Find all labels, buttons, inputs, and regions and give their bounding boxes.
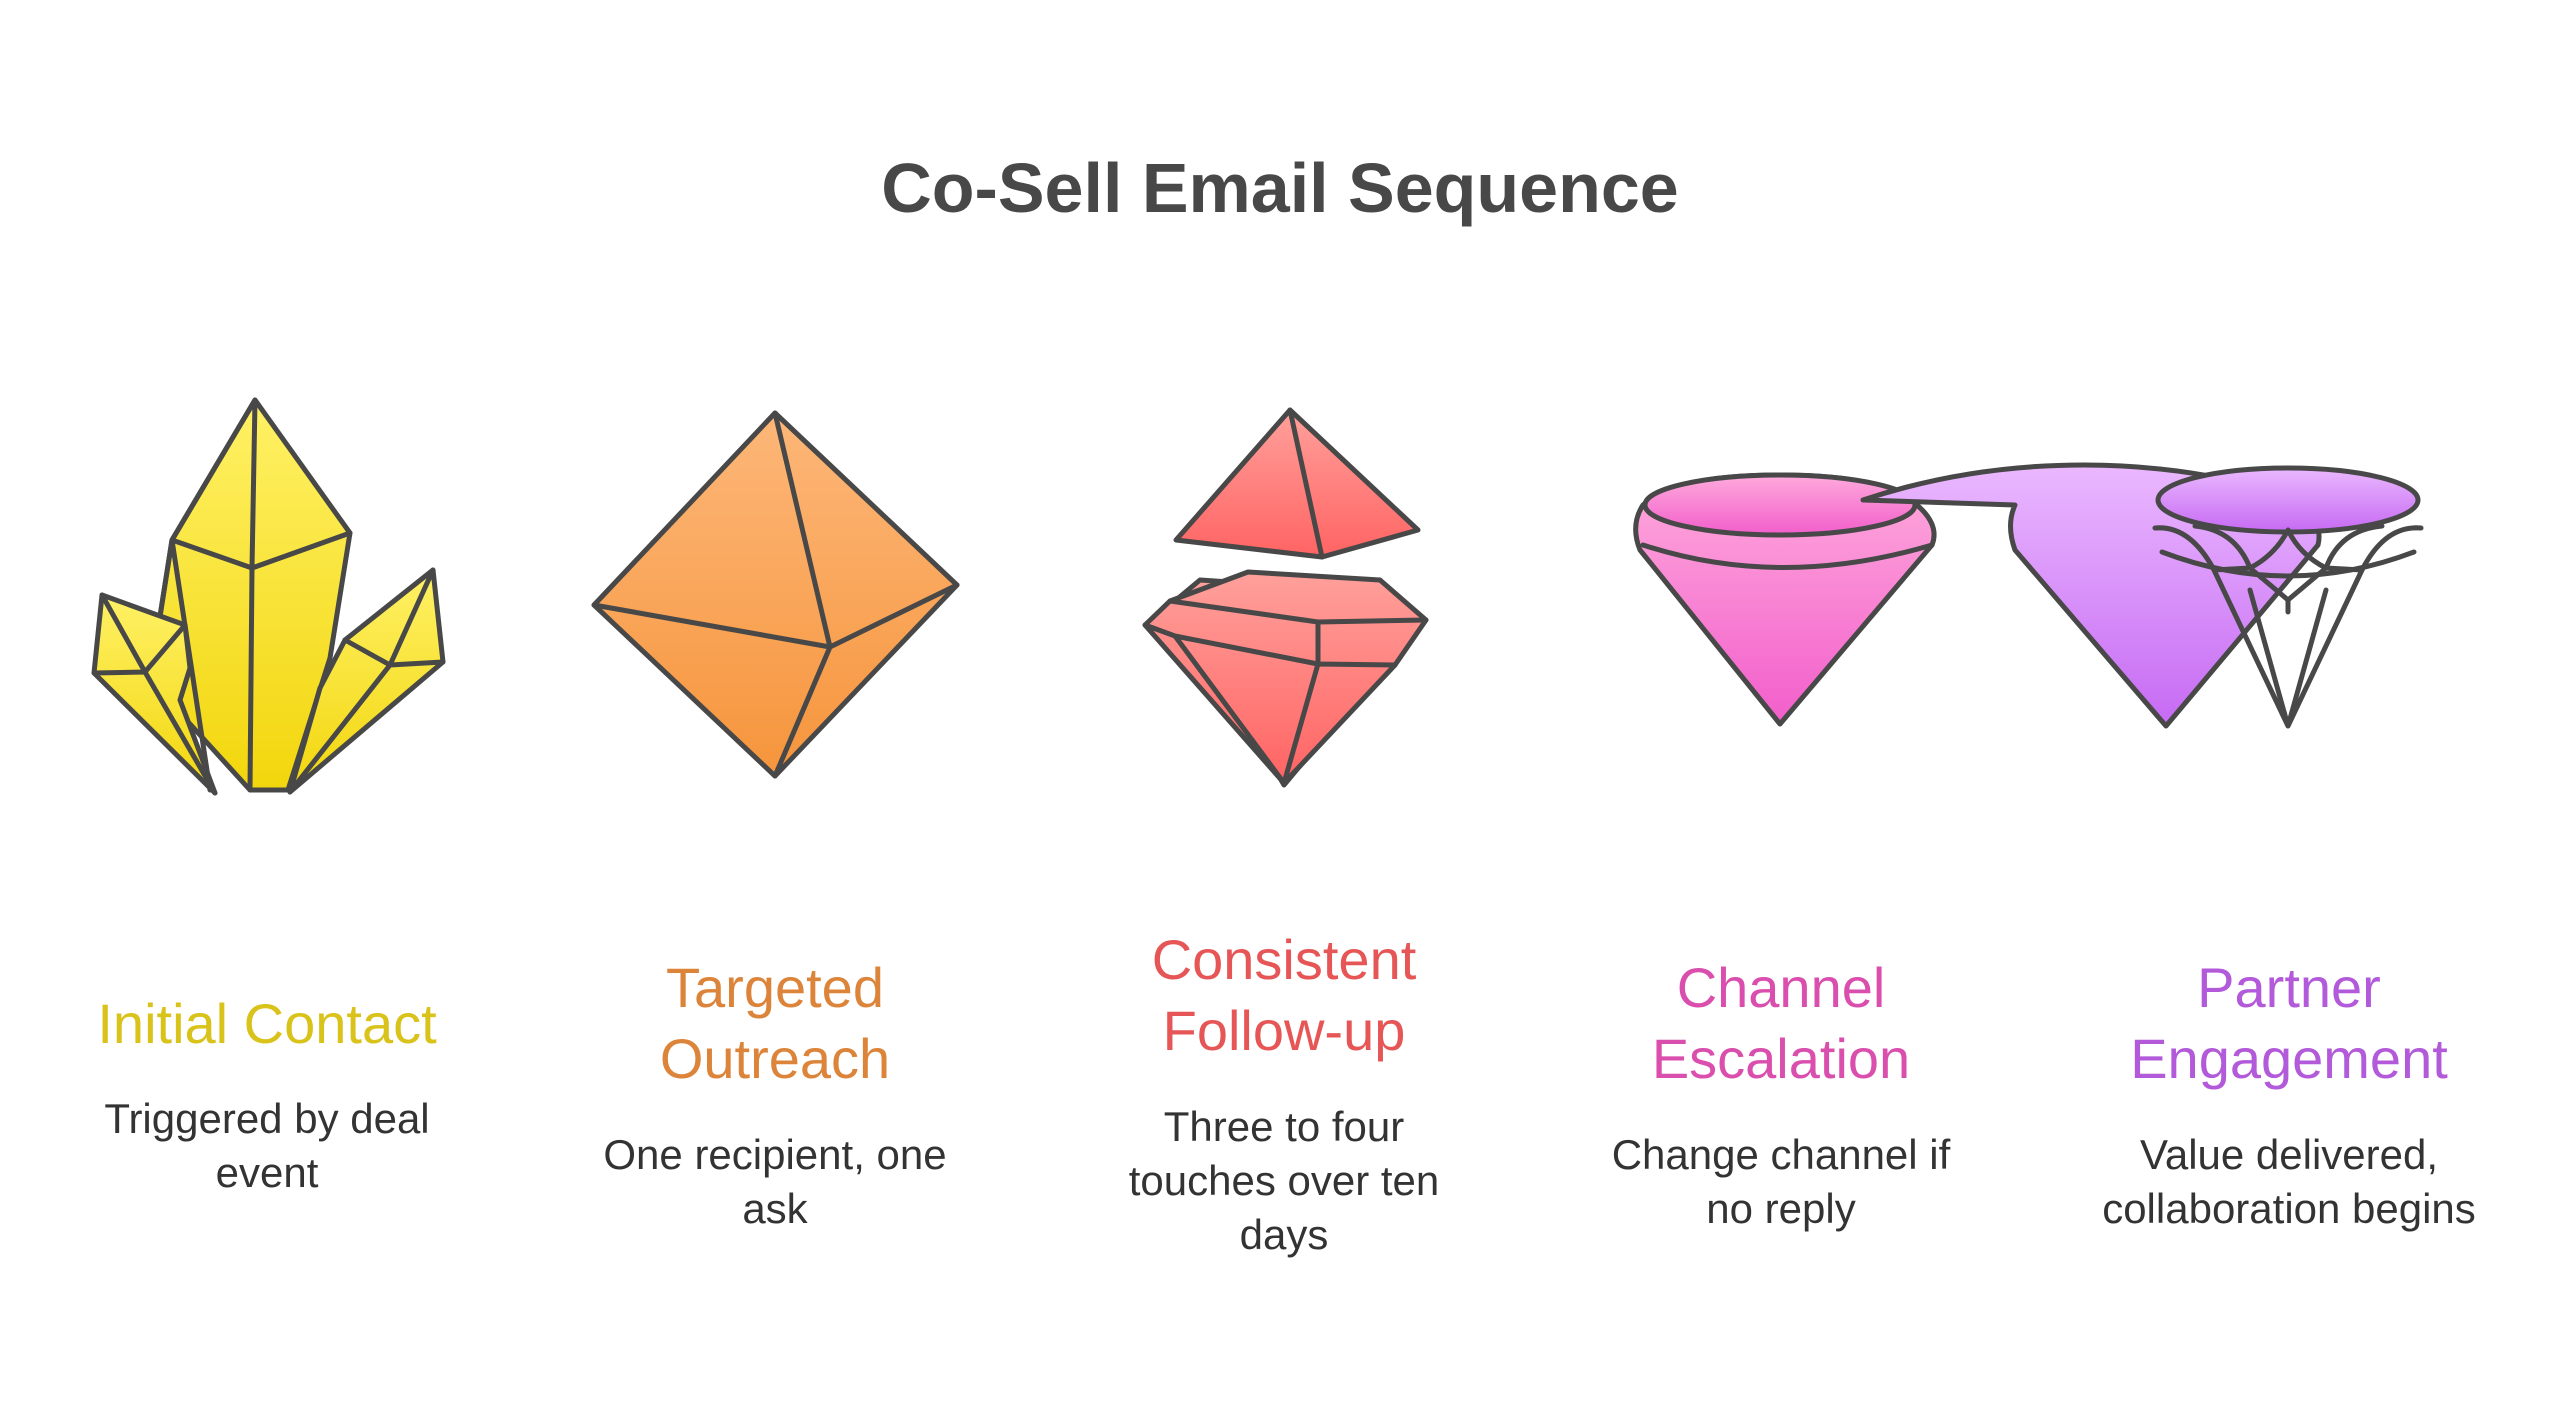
step-description: Three to four touches over ten days: [1128, 1103, 1440, 1258]
step-title: Initial Contact: [97, 992, 437, 1055]
step-description: One recipient, one ask: [603, 1131, 947, 1232]
faceted-diamond-icon: [1860, 462, 2424, 729]
smooth-diamond-icon: [1633, 472, 1937, 727]
step-title: Channel Escalation: [1651, 956, 1911, 1090]
step-title: Partner Engagement: [2130, 956, 2448, 1090]
step-title: Consistent Follow-up: [1151, 928, 1417, 1062]
step-description: Value delivered, collaboration begins: [2102, 1131, 2476, 1232]
octahedron-gem-icon: [591, 410, 960, 779]
step-title: Targeted Outreach: [659, 956, 891, 1090]
crystal-cluster-icon: [91, 397, 446, 796]
diagram-title: Co-Sell Email Sequence: [881, 149, 1679, 227]
step-description: Triggered by deal event: [104, 1095, 430, 1196]
step-description: Change channel if no reply: [1611, 1131, 1951, 1232]
split-gem-icon: [1142, 407, 1429, 788]
